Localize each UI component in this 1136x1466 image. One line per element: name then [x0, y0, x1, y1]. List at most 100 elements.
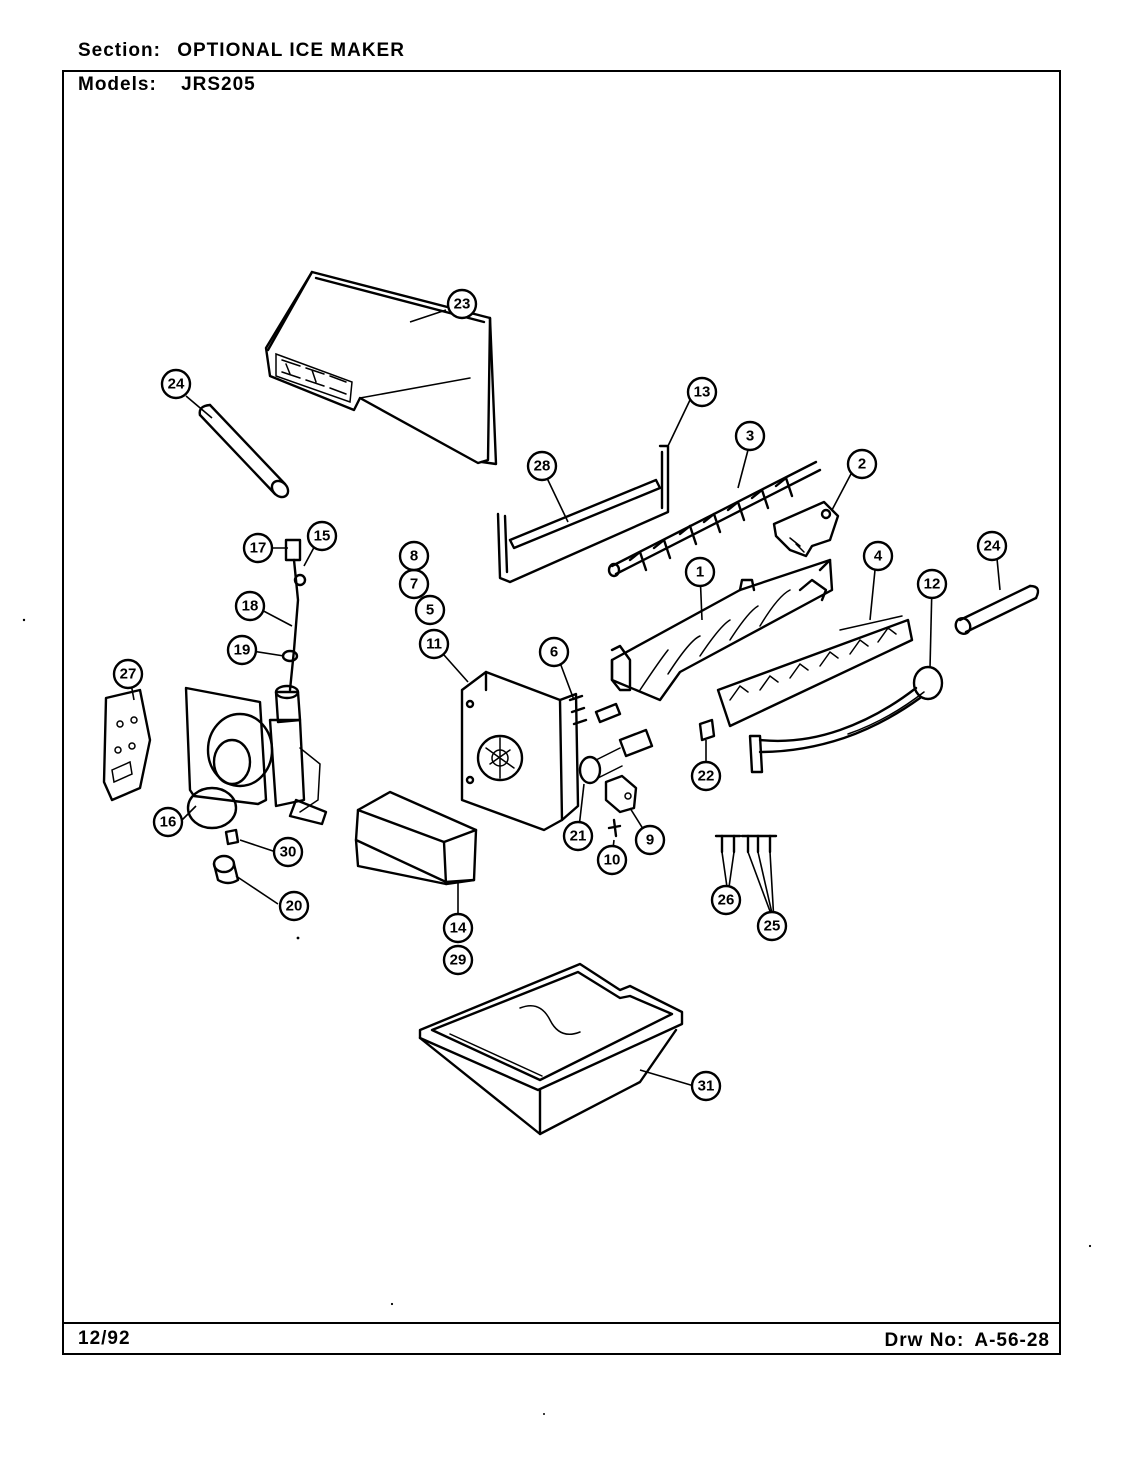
callout-22-label: 22: [698, 768, 715, 785]
callout-5: 5: [414, 594, 446, 626]
callout-14-label: 14: [450, 920, 467, 937]
callout-19: 19: [226, 634, 258, 666]
drawing-date: 12/92: [78, 1328, 131, 1349]
part-21-gear: [578, 728, 654, 785]
callout-26: 26: [710, 884, 742, 916]
callout-14: 14: [442, 912, 474, 944]
part-20-fitting: [212, 854, 240, 885]
callout-23: 23: [446, 288, 478, 320]
callout-15-label: 15: [314, 528, 331, 545]
callout-1: 1: [684, 556, 716, 588]
callout-27-label: 27: [120, 666, 137, 683]
callout-12-label: 12: [924, 576, 941, 593]
models-label: Models:: [78, 74, 157, 95]
callout-23-label: 23: [454, 296, 471, 313]
callout-3-label: 3: [746, 428, 754, 445]
callout-9: 9: [634, 824, 666, 856]
scan-specks: [22, 618, 1092, 1415]
callout-24a: 24: [160, 368, 192, 400]
callout-6-label: 6: [550, 644, 558, 661]
callout-26-label: 26: [718, 892, 735, 909]
part-10-screw: [607, 818, 622, 838]
callout-27: 27: [112, 658, 144, 690]
part-26-screws: [714, 834, 742, 854]
section-value: OPTIONAL ICE MAKER: [177, 40, 405, 61]
callout-17: 17: [242, 532, 274, 564]
callout-25: 25: [756, 910, 788, 942]
callout-20: 20: [278, 890, 310, 922]
callout-16: 16: [152, 806, 184, 838]
callout-31: 31: [690, 1070, 722, 1102]
part-3-ejector: [607, 460, 822, 578]
part-13-wire-bracket: [496, 444, 670, 584]
callout-8: 8: [398, 540, 430, 572]
callout-11-label: 11: [426, 636, 442, 653]
callout-8-label: 8: [410, 548, 418, 565]
part-12-harness: [748, 665, 944, 774]
part-31-ice-bin: [418, 962, 684, 1136]
part-30-nut: [224, 828, 240, 846]
callout-30: 30: [272, 836, 304, 868]
callout-6: 6: [538, 636, 570, 668]
part-25-screws: [740, 834, 778, 854]
drawing-number: Drw No: A-56-28: [885, 1330, 1050, 1352]
callout-24b: 24: [976, 530, 1008, 562]
models-value: JRS205: [181, 74, 256, 95]
section-label: Section:: [78, 40, 161, 61]
part-16-water-valve: [184, 684, 328, 830]
drawing-number-label: Drw No:: [884, 1330, 965, 1351]
callout-1-label: 1: [696, 564, 704, 581]
callout-22: 22: [690, 760, 722, 792]
callout-4: 4: [862, 540, 894, 572]
callout-10: 10: [596, 844, 628, 876]
part-11-housing: [460, 670, 580, 832]
callout-9-label: 9: [646, 832, 654, 849]
callout-11: 11: [418, 628, 450, 660]
callout-16-label: 16: [160, 814, 177, 831]
callout-7-label: 7: [410, 576, 418, 593]
part-14-cover-box: [354, 790, 478, 886]
callout-19-label: 19: [234, 642, 251, 659]
callout-24a-label: 24: [168, 376, 185, 393]
callout-2: 2: [846, 448, 878, 480]
callout-28-label: 28: [534, 458, 551, 475]
part-4-strip: [716, 615, 914, 728]
part-1-mold: [610, 558, 834, 702]
callout-18-label: 18: [242, 598, 259, 615]
drawing-frame: [62, 70, 1061, 1355]
part-9-switch: [604, 774, 638, 814]
part-2-lever: [772, 500, 840, 558]
callout-3: 3: [734, 420, 766, 452]
part-24-tube-left: [198, 403, 290, 499]
callout-12: 12: [916, 568, 948, 600]
part-22-clip: [698, 718, 716, 742]
part-18-fill-tube: [281, 538, 307, 692]
callout-20-label: 20: [286, 898, 303, 915]
callout-31-label: 31: [698, 1078, 715, 1095]
callout-5-label: 5: [426, 602, 434, 619]
callout-29-label: 29: [450, 952, 467, 969]
part-27-plate: [102, 688, 152, 802]
section-heading: Section: OPTIONAL ICE MAKER: [78, 40, 405, 62]
callout-7: 7: [398, 568, 430, 600]
callout-4-label: 4: [874, 548, 883, 565]
footer-divider: [62, 1322, 1061, 1324]
callout-28: 28: [526, 450, 558, 482]
callout-30-label: 30: [280, 844, 297, 861]
callout-10-label: 10: [604, 852, 621, 869]
callout-25-label: 25: [764, 918, 781, 935]
callout-24b-label: 24: [984, 538, 1001, 555]
models-heading: Models: JRS205: [78, 74, 256, 96]
callout-15: 15: [306, 520, 338, 552]
callout-13: 13: [686, 376, 718, 408]
callout-2-label: 2: [858, 456, 866, 473]
drawing-number-value: A-56-28: [974, 1330, 1050, 1351]
part-24-tube-right: [954, 584, 1040, 635]
part-6-spring: [568, 694, 622, 726]
callout-21: 21: [562, 820, 594, 852]
part-28-rod: [508, 478, 662, 550]
callout-29: 29: [442, 944, 474, 976]
callout-17-label: 17: [250, 540, 267, 557]
callout-21-label: 21: [570, 828, 587, 845]
